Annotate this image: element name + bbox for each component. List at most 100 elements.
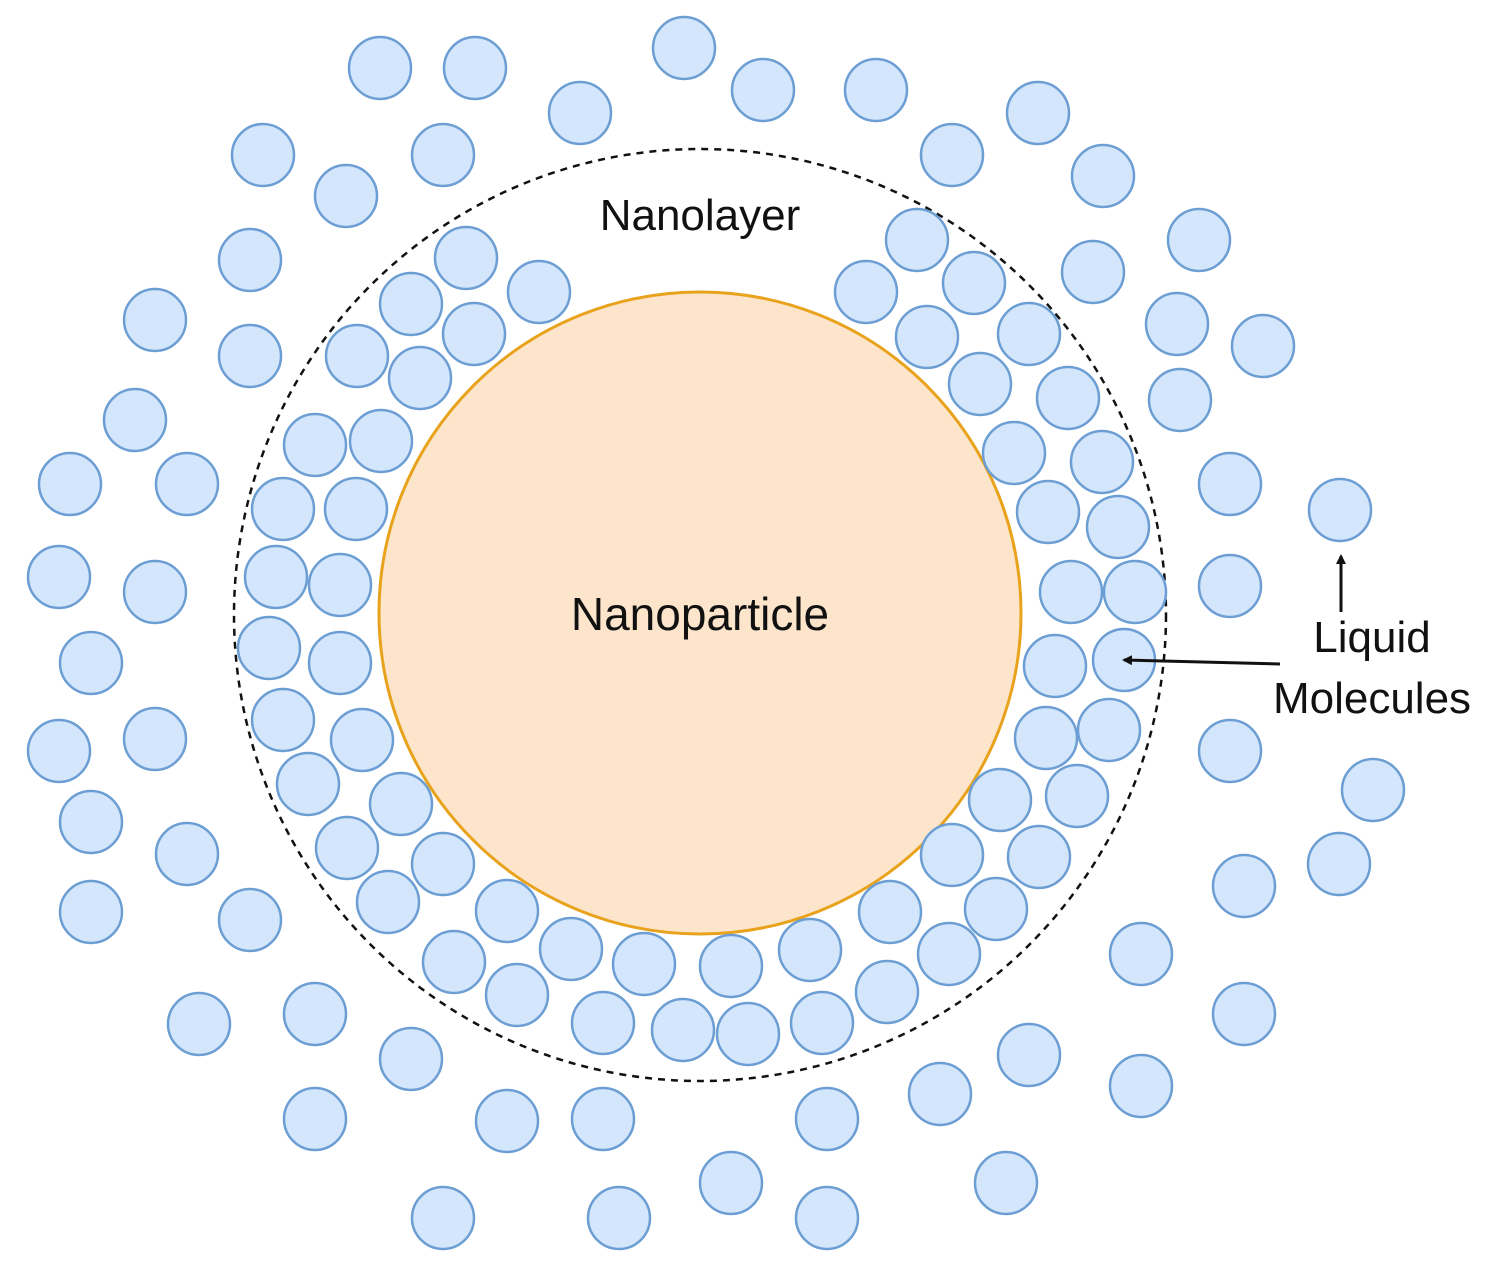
liquid-molecule (570, 990, 636, 1056)
liquid-molecule (410, 831, 476, 897)
liquid-molecule (410, 1185, 476, 1251)
liquid-molecule (474, 1088, 540, 1154)
liquid-molecule (996, 301, 1062, 367)
liquid-molecule (1147, 367, 1213, 433)
liquid-molecule (1197, 451, 1263, 517)
liquid-molecule (650, 997, 716, 1063)
liquid-molecule (58, 789, 124, 855)
liquid-molecule (506, 259, 572, 325)
liquid-molecule (981, 420, 1047, 486)
liquid-molecule (282, 412, 348, 478)
liquid-molecule (275, 751, 341, 817)
liquid-molecule (1102, 559, 1168, 625)
liquid-molecule (854, 959, 920, 1025)
liquid-molecule (1144, 291, 1210, 357)
liquid-label-line1: Liquid (1313, 613, 1430, 662)
liquid-molecule (1060, 239, 1126, 305)
liquid-molecule (250, 687, 316, 753)
liquid-molecule (282, 1086, 348, 1152)
liquid-molecule (1211, 853, 1277, 919)
liquid-molecule (243, 544, 309, 610)
liquid-molecule (307, 630, 373, 696)
liquid-molecule (314, 815, 380, 881)
liquid-molecule (368, 771, 434, 837)
liquid-molecule (730, 57, 796, 123)
liquid-molecule (1013, 705, 1079, 771)
liquid-molecule (996, 1022, 1062, 1088)
liquid-molecule (947, 351, 1013, 417)
liquid-molecule (307, 552, 373, 618)
liquid-molecule (1038, 559, 1104, 625)
liquid-molecule (421, 929, 487, 995)
liquid-molecule (37, 451, 103, 517)
liquid-molecule (777, 917, 843, 983)
liquid-molecule (973, 1150, 1039, 1216)
liquid-molecule (442, 35, 508, 101)
liquid-molecule (433, 225, 499, 291)
liquid-molecule (217, 887, 283, 953)
liquid-molecule (941, 250, 1007, 316)
liquid-molecule (1044, 763, 1110, 829)
liquid-molecule (410, 122, 476, 188)
liquid-molecule (26, 718, 92, 784)
nanolayer-boundary (232, 147, 1168, 1083)
liquid-molecule (1306, 831, 1372, 897)
liquid-molecule (122, 706, 188, 772)
liquid-molecule (919, 822, 985, 888)
liquid-molecule (122, 559, 188, 625)
liquid-molecule (1069, 429, 1135, 495)
liquid-molecule (916, 921, 982, 987)
liquid-molecule (58, 630, 124, 696)
liquid-molecule (894, 304, 960, 370)
liquid-label-line2: Molecules (1273, 674, 1471, 723)
liquid-molecule (1085, 494, 1151, 560)
liquid-molecule (154, 821, 220, 887)
liquid-molecule (715, 1001, 781, 1067)
liquid-molecule (1108, 1053, 1174, 1119)
liquid-molecule (794, 1185, 860, 1251)
liquid-molecule (230, 122, 296, 188)
liquid-molecule (611, 931, 677, 997)
liquid-molecule (26, 544, 92, 610)
liquid-molecules (26, 15, 1406, 1251)
liquid-molecule (217, 323, 283, 389)
liquid-molecule (1230, 313, 1296, 379)
liquid-molecule (857, 879, 923, 945)
liquid-molecule (217, 227, 283, 293)
nanoparticle-label: Nanoparticle (571, 588, 829, 640)
liquid-molecule (1197, 553, 1263, 619)
liquid-molecule (250, 476, 316, 542)
liquid-molecule (967, 767, 1033, 833)
liquid-molecule (538, 916, 604, 982)
liquid-molecule (1197, 718, 1263, 784)
liquid-molecule (698, 933, 764, 999)
liquid-molecule (387, 345, 453, 411)
liquid-molecule (324, 323, 390, 389)
liquid-molecule (789, 990, 855, 1056)
liquid-molecule (323, 476, 389, 542)
liquid-molecule (236, 615, 302, 681)
liquid-molecule (1022, 633, 1088, 699)
liquid-molecule (1307, 477, 1373, 543)
liquid-molecule (586, 1185, 652, 1251)
liquid-molecule (547, 80, 613, 146)
liquid-molecule (282, 981, 348, 1047)
arrow-to-layer-molecule (1122, 655, 1281, 666)
liquid-molecule (1076, 697, 1142, 763)
liquid-molecule (313, 163, 379, 229)
liquid-molecule (122, 287, 188, 353)
liquid-molecule (1166, 207, 1232, 273)
liquid-molecule (102, 387, 168, 453)
liquid-molecule (570, 1086, 636, 1152)
liquid-molecule (378, 271, 444, 337)
liquid-molecule (698, 1150, 764, 1216)
liquid-molecule (348, 408, 414, 474)
liquid-molecule (1015, 479, 1081, 545)
liquid-molecule (907, 1061, 973, 1127)
liquid-molecule (1340, 757, 1406, 823)
nanolayer-label: Nanolayer (600, 191, 801, 240)
liquid-molecule (919, 122, 985, 188)
liquid-molecule (355, 869, 421, 935)
